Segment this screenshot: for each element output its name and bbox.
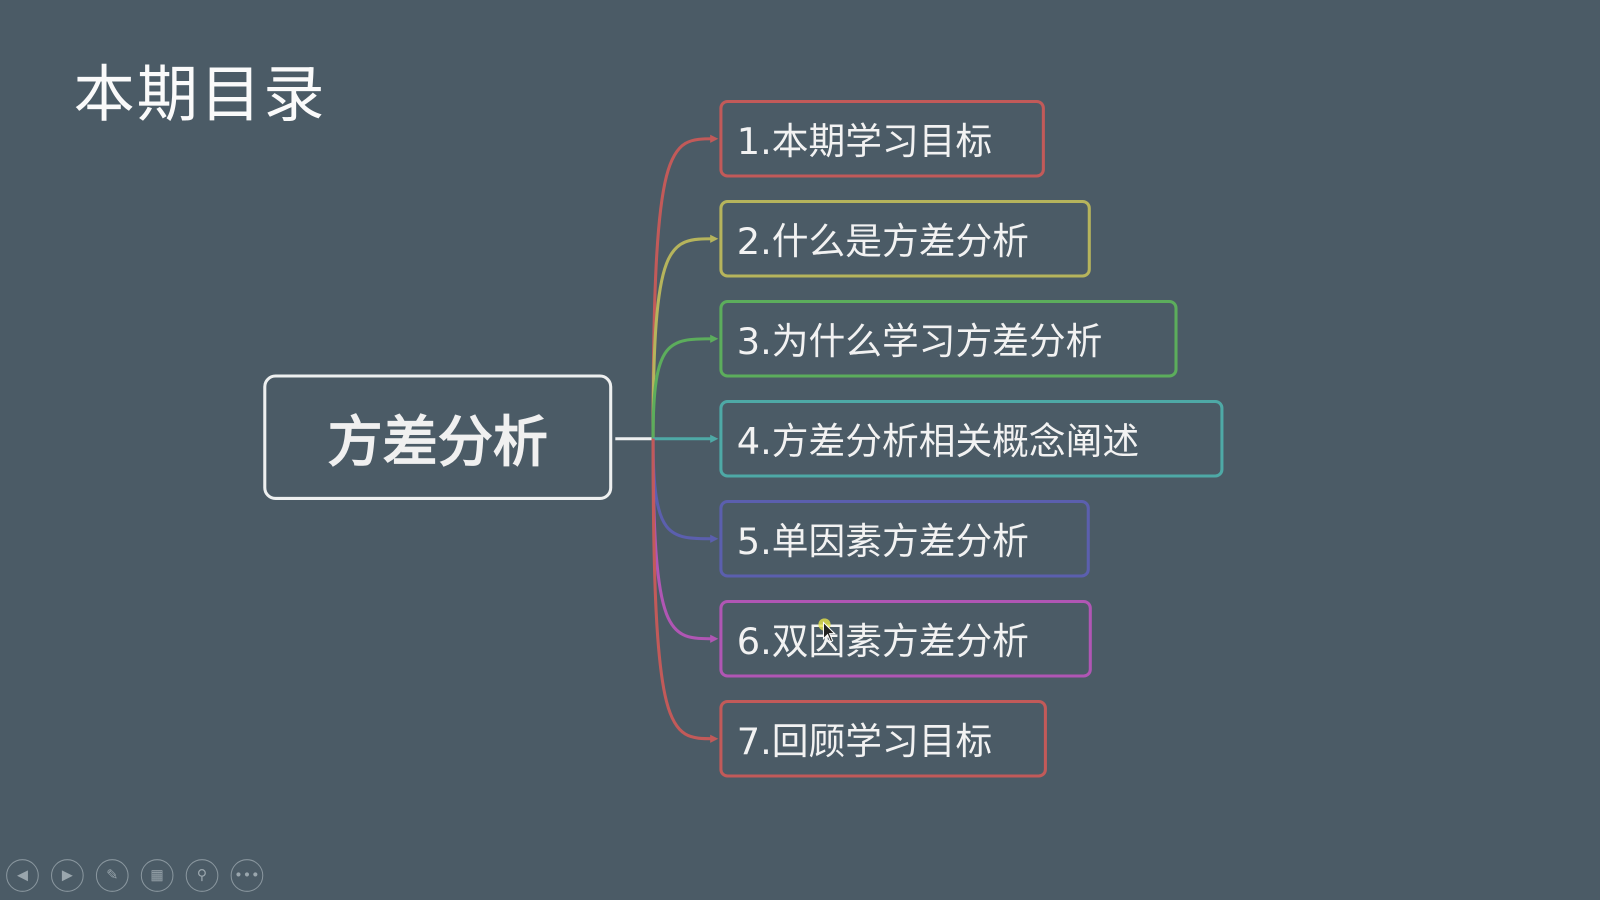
branch-node[interactable]: 4.方差分析相关概念阐述 [719, 399, 1224, 478]
branch-node[interactable]: 2.什么是方差分析 [719, 199, 1091, 278]
branch-connector [651, 438, 715, 541]
branch-node[interactable]: 5.单因素方差分析 [719, 499, 1090, 578]
previous-icon[interactable]: ◀ [6, 859, 39, 892]
arrowhead-icon [710, 634, 719, 643]
slideshow-toolbar: ◀ ▶ ✎ ▦ ⚲ ••• [6, 859, 264, 892]
arrowhead-icon [710, 534, 719, 543]
next-icon[interactable]: ▶ [51, 859, 84, 892]
arrowhead-icon [710, 434, 719, 443]
arrowhead-icon [710, 234, 719, 243]
branch-node[interactable]: 6.双因素方差分析 [719, 599, 1092, 678]
branch-connector [651, 438, 715, 741]
zoom-icon[interactable]: ⚲ [185, 859, 219, 892]
arrowhead-icon [710, 334, 719, 343]
branch-node[interactable]: 7.回顾学习目标 [719, 699, 1047, 778]
slides-icon[interactable]: ▦ [140, 859, 174, 892]
branch-connector [651, 237, 715, 439]
branch-node[interactable]: 1.本期学习目标 [719, 99, 1045, 178]
slide-title: 本期目录 [73, 59, 327, 131]
pen-icon[interactable]: ✎ [95, 859, 129, 892]
branch-connector [651, 137, 715, 439]
mouse-cursor-icon [818, 618, 836, 643]
branch-node[interactable]: 3.为什么学习方差分析 [719, 299, 1178, 378]
arrowhead-icon [710, 734, 719, 743]
center-topic[interactable]: 方差分析 [263, 374, 613, 500]
branch-connector [651, 337, 715, 439]
more-icon[interactable]: ••• [230, 859, 264, 892]
arrowhead-icon [710, 134, 719, 143]
